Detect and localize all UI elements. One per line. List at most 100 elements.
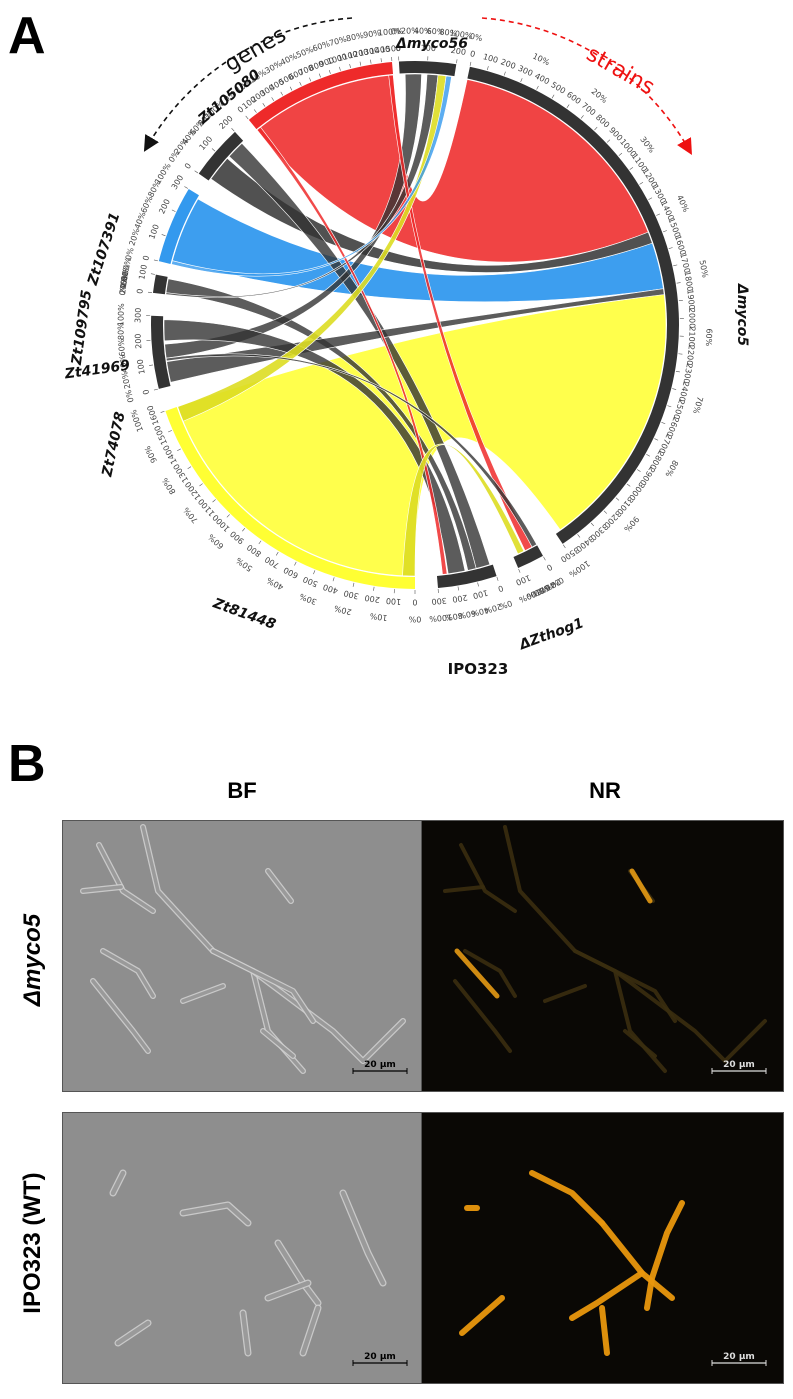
tick-mark	[672, 388, 677, 390]
tick-mark	[149, 364, 154, 366]
lipid-droplets	[599, 1305, 610, 1356]
hypha	[463, 949, 517, 998]
hypha	[453, 979, 512, 1053]
percent-tick-label: 80%	[160, 476, 177, 496]
tick-mark	[352, 582, 355, 587]
percent-tick-label: 0%	[469, 32, 484, 44]
segment-zt41969	[152, 274, 168, 295]
tick-mark	[318, 73, 321, 78]
percent-tick-label: 100%	[428, 612, 452, 623]
hypha	[81, 885, 123, 893]
tick-mark	[646, 454, 650, 457]
tick-mark	[245, 115, 249, 120]
tick-mark	[675, 370, 680, 373]
lipid-droplets	[599, 1220, 675, 1301]
tick-mark	[594, 126, 598, 131]
hypha	[115, 1320, 151, 1346]
percent-tick-label: 100%	[567, 559, 591, 579]
tick-mark	[543, 556, 546, 561]
hyphae-nr-dmyco5: 20 µm	[443, 825, 767, 1074]
tick-label: 100	[472, 588, 489, 600]
tick-label: 700	[580, 101, 598, 118]
ribbon-layer	[163, 73, 667, 577]
tick-mark	[271, 97, 275, 101]
tick-mark	[520, 78, 523, 83]
tick-mark	[577, 534, 581, 538]
tick-label: 0	[497, 583, 505, 593]
segment-label-zt81448: Zt81448	[210, 595, 278, 633]
percent-tick-label: 60%	[426, 27, 445, 37]
tick-mark	[603, 510, 608, 514]
percent-tick-label: 0%	[124, 388, 136, 403]
ribbon-link	[165, 353, 538, 548]
percent-tick-label: 90%	[363, 28, 382, 40]
segment-label-zthog1: ΔZthog1	[516, 615, 585, 653]
tick-label: 1300	[358, 46, 380, 58]
tick-mark	[275, 551, 279, 556]
percent-tick-label: 70%	[181, 505, 200, 525]
tick-mark	[194, 170, 199, 174]
hypha	[266, 869, 293, 903]
ribbon-link	[402, 443, 525, 577]
percent-tick-label: 60%	[119, 267, 131, 286]
ribbon-link	[171, 75, 452, 277]
tick-label: 100	[137, 264, 149, 281]
hypha	[573, 949, 677, 1023]
percent-tick-label: 10%	[369, 611, 388, 622]
tick-label: 600	[282, 565, 300, 580]
percent-tick-label: 20%	[401, 26, 419, 35]
tick-label: 1900	[685, 289, 696, 310]
tick-mark	[496, 576, 499, 581]
tick-label: 0	[395, 44, 401, 53]
tick-mark	[469, 61, 472, 66]
tick-mark	[629, 167, 634, 170]
tick-mark	[662, 230, 667, 233]
percent-tick-label: 100%	[449, 28, 473, 41]
percent-tick-label: 60%	[117, 338, 127, 357]
tick-mark	[153, 388, 158, 391]
tick-mark	[171, 209, 176, 212]
tick-mark	[370, 59, 372, 64]
hypha-outline	[96, 842, 156, 914]
tick-label: 700	[263, 554, 281, 570]
lipid-droplets	[569, 1270, 645, 1321]
hypha	[265, 1280, 311, 1301]
hyphae-bf-ipo323: 20 µm	[109, 1169, 408, 1366]
percent-tick-label: 80%	[116, 322, 125, 340]
hypha	[543, 984, 587, 1003]
tick-label: 2300	[682, 363, 694, 385]
tick-label: 200	[364, 593, 380, 604]
hyphae-nr-ipo323: 20 µm	[459, 1170, 767, 1366]
tick-mark	[289, 86, 293, 91]
tick-mark	[373, 586, 375, 591]
hypha-outline	[100, 948, 156, 999]
percent-tick-label: 40%	[119, 271, 131, 290]
lipid-droplets	[529, 1170, 605, 1226]
hypha	[211, 949, 315, 1023]
tick-label: 0	[412, 598, 417, 607]
tick-mark	[309, 77, 312, 82]
tick-label: 1200	[347, 47, 369, 60]
tick-mark	[160, 410, 165, 413]
tick-mark	[349, 63, 351, 69]
tick-mark	[676, 282, 681, 284]
percent-tick-label: 60%	[704, 328, 714, 347]
tick-mark	[518, 568, 521, 573]
tick-mark	[503, 71, 506, 76]
percent-tick-label: 40%	[675, 194, 691, 214]
ribbon-link	[177, 74, 447, 422]
hypha	[340, 1190, 386, 1286]
segment-zt105080	[248, 62, 394, 130]
tick-mark	[551, 94, 555, 99]
ribbon-link	[256, 126, 448, 575]
tick-label: 200	[452, 593, 469, 604]
tick-mark	[648, 197, 653, 200]
tick-label: 100	[386, 596, 402, 606]
tick-label: 200	[134, 333, 144, 349]
micrograph-bf-ipo323: 20 µm	[62, 1112, 422, 1384]
percent-tick-label: 100%	[129, 408, 145, 433]
tick-label: 800	[594, 113, 611, 130]
tick-label: 0	[469, 49, 476, 59]
segment-label-myco56: Δmyco56	[395, 36, 468, 52]
segment-myco5	[467, 66, 680, 544]
